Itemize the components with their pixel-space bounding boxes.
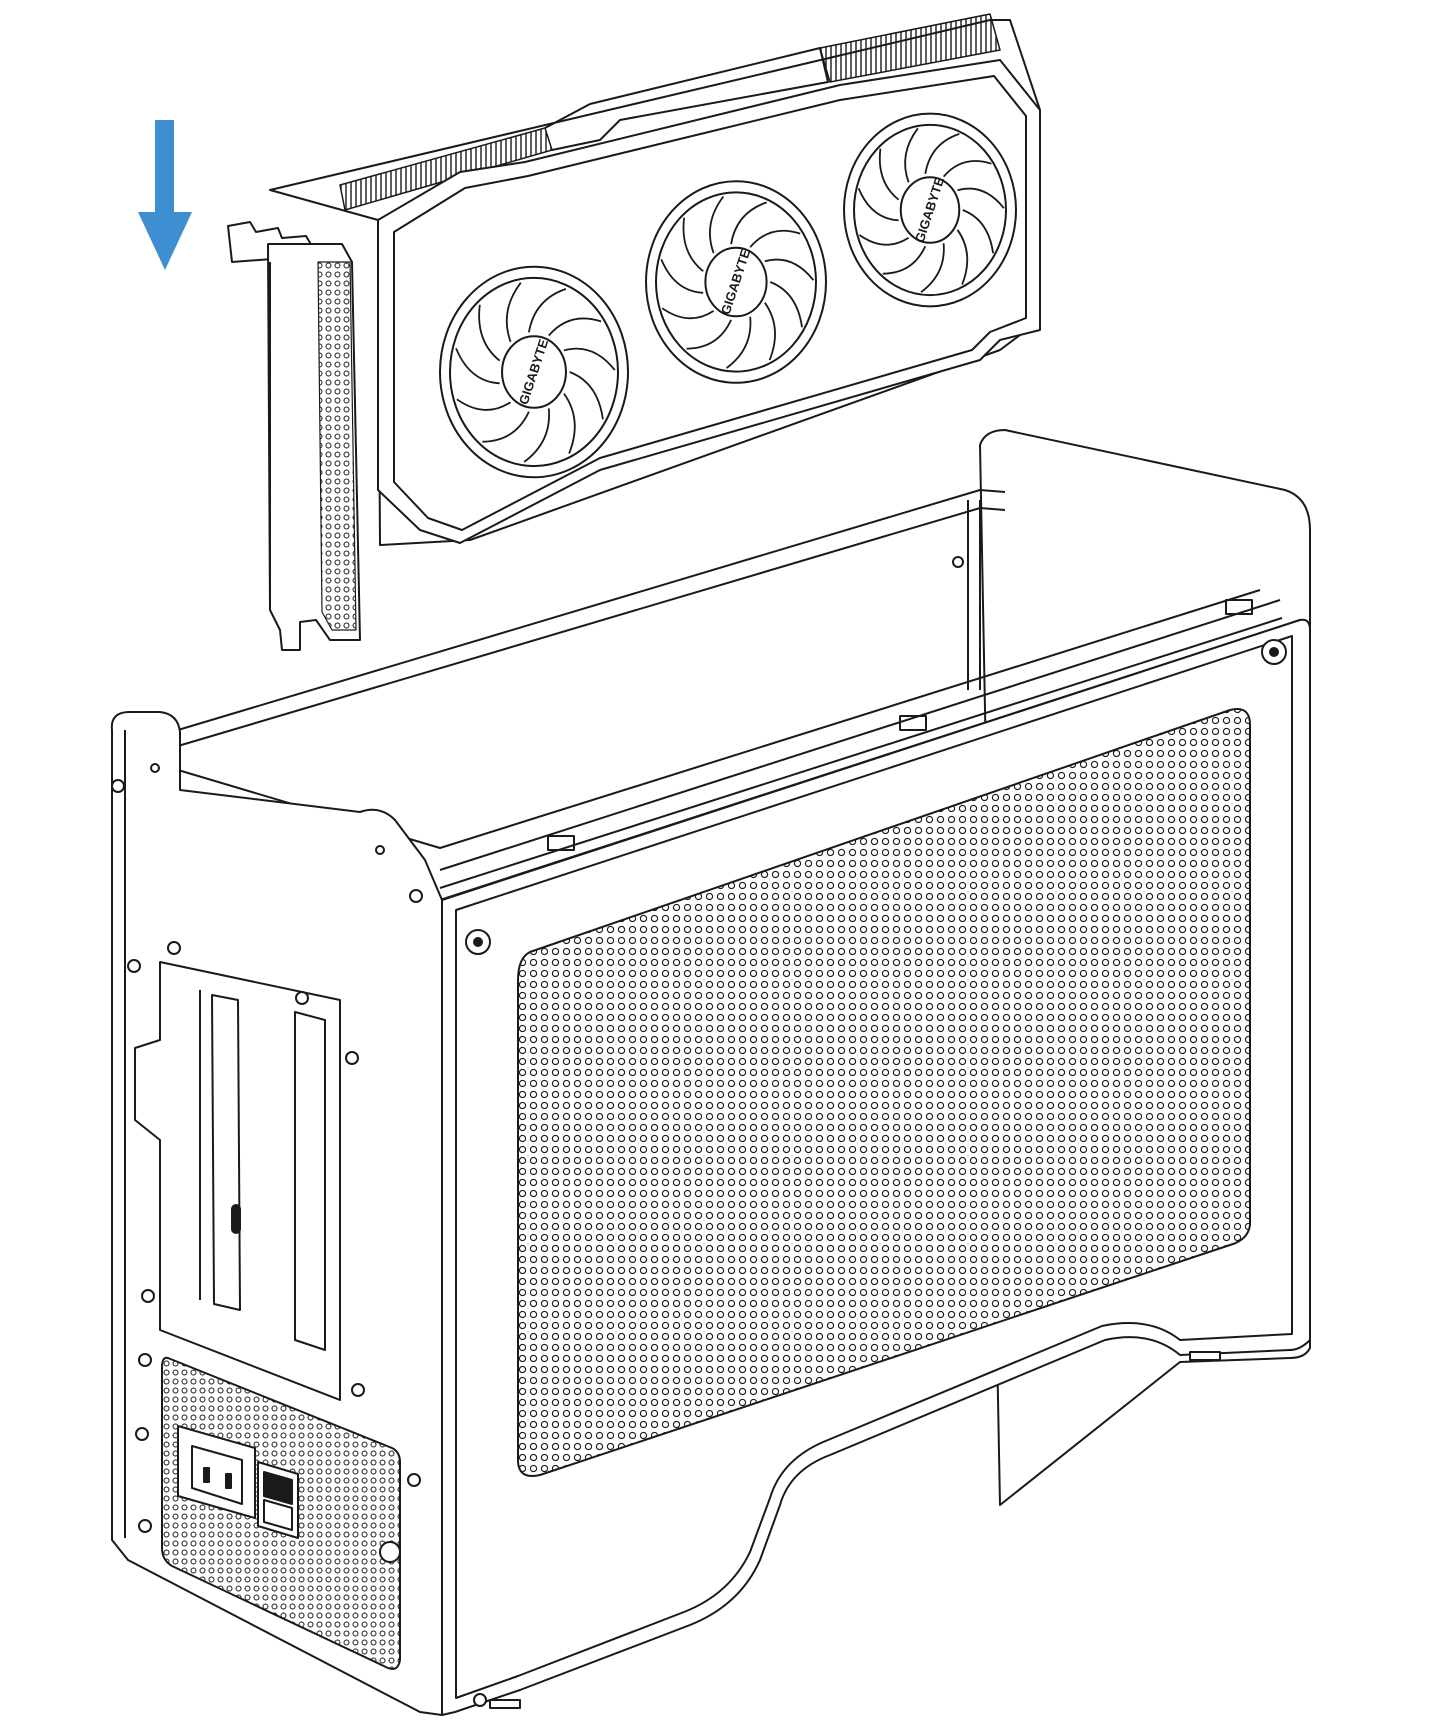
io-slot-cover-1 [211, 994, 241, 1311]
gpu-fan-3: GIGABYTE [843, 112, 1017, 308]
power-switch-rocker-lower [263, 1499, 293, 1531]
screw-r2 [167, 941, 181, 955]
top-rail-back [177, 489, 1006, 731]
gpu-fan-1: GIGABYTE [439, 265, 629, 479]
fan-blade [957, 187, 1005, 209]
fan-blade [904, 127, 919, 183]
gpu-fan-2: GIGABYTE [645, 180, 827, 384]
fan-blade [726, 316, 752, 369]
rail-clip-3 [1225, 599, 1253, 615]
fan-blade [563, 393, 576, 454]
fan-blade [962, 209, 994, 254]
fan-blade [523, 408, 550, 463]
screw-r13 [375, 845, 385, 855]
fan-blade [478, 304, 501, 362]
screw-r14 [150, 763, 160, 773]
arrow-head [138, 212, 192, 270]
fan-blade [749, 229, 801, 248]
top-rail-front [439, 599, 1281, 871]
fan-blade [956, 229, 969, 285]
fan-blade [682, 217, 704, 272]
power-pin-1 [203, 1467, 210, 1483]
egpu-enclosure [110, 429, 1311, 1716]
side-mesh-panel [517, 708, 1251, 1477]
screw-front-left-center [473, 937, 483, 947]
foot-left [489, 1699, 521, 1709]
fan-blade [455, 347, 500, 385]
screw-r11 [351, 1383, 365, 1397]
fan-ring-inner [655, 191, 817, 373]
pcie-slot-opening [134, 961, 341, 1401]
fan-blade [764, 258, 815, 281]
psu-fan-knob [379, 1541, 401, 1563]
screw-front-right-center [1269, 647, 1279, 657]
screw-r10 [407, 1473, 421, 1487]
arrow-shaft [155, 120, 174, 222]
fan-blade [857, 188, 899, 222]
fan-blade [730, 201, 767, 245]
screw-r5 [127, 959, 141, 973]
bracket-vent-grid [317, 261, 357, 631]
fan-blade [569, 371, 604, 420]
power-inlet-socket [191, 1445, 243, 1505]
rail-clip-1 [547, 835, 575, 851]
card-top-ridge [544, 47, 829, 151]
fan-hub [704, 246, 768, 318]
fan-hub [899, 176, 961, 244]
fan-blade [686, 319, 732, 350]
rail-clip-2 [899, 715, 927, 731]
fan-blade [858, 234, 910, 246]
down-arrow-icon [138, 120, 192, 270]
heatsink-fins-right [819, 13, 1001, 83]
rear-panel-screws [111, 763, 487, 1707]
fan-blade [882, 245, 927, 275]
power-inlet [177, 1425, 256, 1519]
screw-r8 [135, 1427, 149, 1441]
fan-blade [920, 243, 945, 293]
fan-blade [878, 148, 900, 201]
side-panel-inner [455, 635, 1293, 1699]
fan-blade [661, 307, 715, 320]
fan-blade [456, 398, 512, 411]
screw-r3 [295, 991, 309, 1005]
io-slot-cover-2 [294, 1011, 326, 1351]
fan-blade [528, 288, 567, 333]
screw-r6 [141, 1289, 155, 1303]
fan-blade [924, 133, 960, 174]
pcie-bracket [227, 221, 361, 651]
fan-blade [709, 195, 725, 254]
fan-blade [769, 281, 803, 328]
power-switch-rocker [263, 1471, 293, 1505]
power-pin-2 [225, 1473, 232, 1489]
foot-right [1189, 1351, 1221, 1361]
screw-r15 [473, 1693, 487, 1707]
side-panel-screws [465, 639, 1287, 955]
rail-screw [952, 556, 964, 568]
screw-r12 [409, 889, 423, 903]
fan-blade [660, 258, 704, 294]
screw-r7 [138, 1353, 152, 1367]
top-rail-mid [177, 589, 1261, 849]
power-switch [257, 1461, 299, 1539]
fan-ring-inner [449, 276, 619, 468]
fan-blade [548, 317, 602, 337]
fan-blade [942, 160, 992, 178]
top-rail-front-inner [439, 617, 1283, 889]
fan-blade [563, 347, 616, 371]
fan-hub [501, 335, 567, 409]
screw-r9 [138, 1519, 152, 1533]
screw-r1 [111, 779, 125, 793]
fan-blade [482, 411, 530, 443]
usb-c-port [231, 1204, 241, 1234]
screw-r4 [345, 1051, 359, 1065]
fan-shroud-inner [393, 75, 1027, 531]
fan-blade [764, 302, 776, 361]
fan-ring-inner [853, 123, 1007, 297]
fan-blade [505, 282, 522, 343]
